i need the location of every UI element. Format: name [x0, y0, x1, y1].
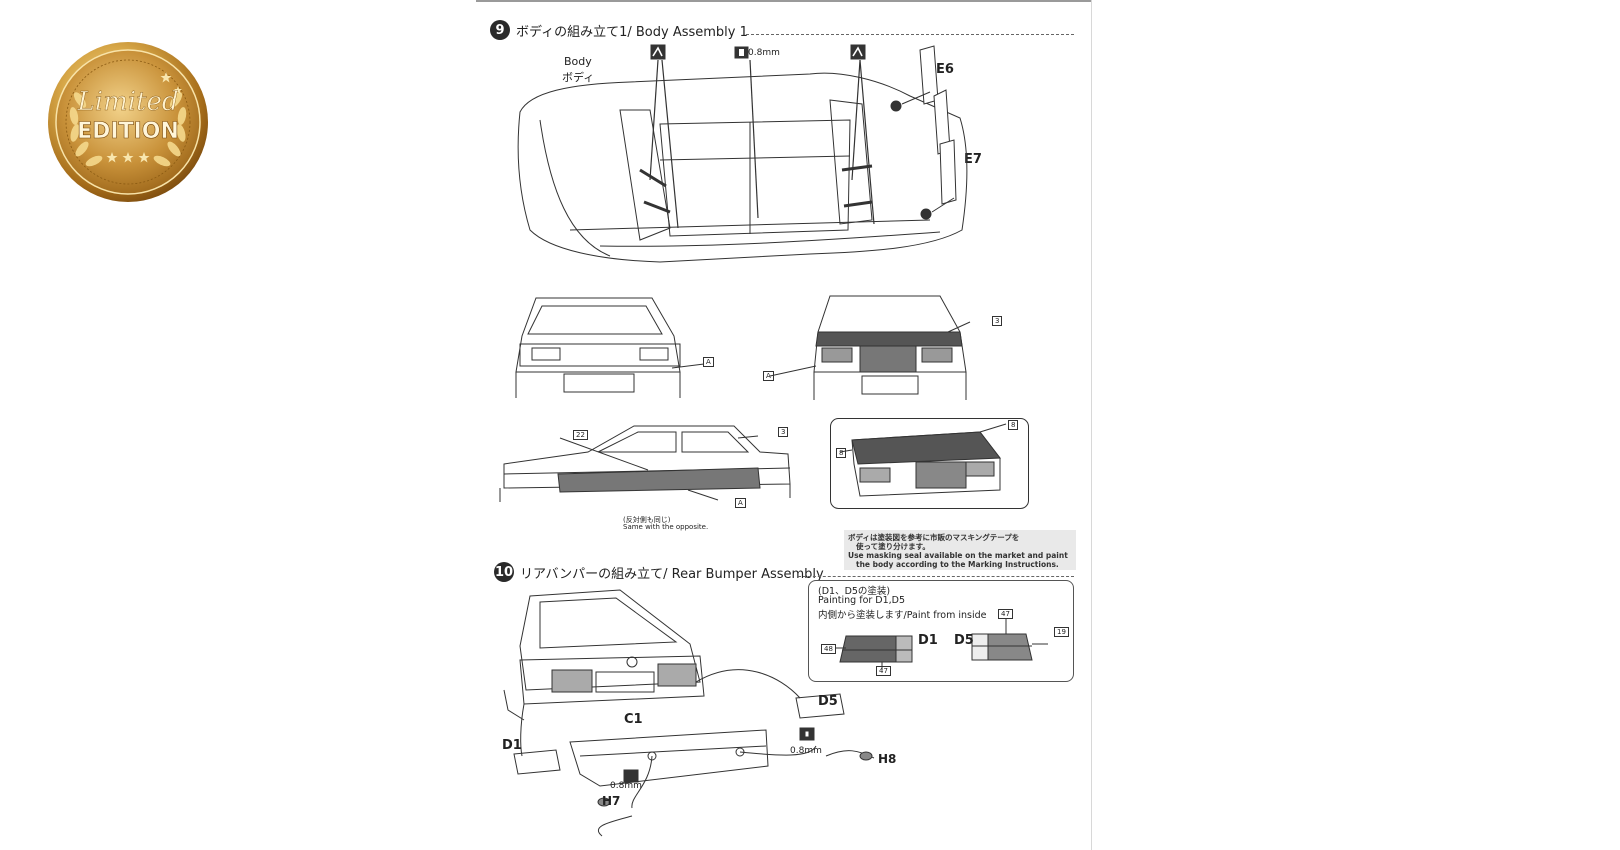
page-top-edge — [476, 0, 1092, 2]
badge-line1: Limited — [76, 87, 178, 117]
part-label-c1: C1 — [624, 712, 643, 727]
part-label-d1: D1 — [918, 633, 938, 648]
part-label-e6: E6 — [936, 62, 954, 77]
painting-en: Painting for D1,D5 — [818, 595, 906, 606]
note-en-line1: Use masking seal available on the market… — [848, 551, 1068, 560]
step9-divider — [746, 34, 1074, 35]
step10-title: リアバンパーの組み立て/ Rear Bumper Assembly — [520, 566, 824, 582]
body-rear-painted-view — [810, 288, 1010, 408]
body-shell-top-view — [510, 40, 980, 280]
note-en-line2: the body according to the Marking Instru… — [856, 560, 1059, 569]
body-side-view — [498, 418, 798, 518]
painting-box — [808, 580, 1074, 682]
instruction-page: 9 ボディの組み立て1/ Body Assembly 1 Body ボディ 0.… — [476, 0, 1092, 850]
rear-bumper-exploded-view — [500, 586, 920, 846]
step9-header: 9 ボディの組み立て1/ Body Assembly 1 — [490, 20, 748, 40]
drill-size-label: 0.8mm — [748, 48, 780, 58]
page-right-edge — [1091, 0, 1092, 850]
cement-icon — [850, 44, 866, 60]
same-opposite-en: Same with the opposite. — [623, 523, 709, 531]
same-opposite-jp: (反対側も同じ) — [623, 516, 671, 524]
mark-label-3: 3 — [778, 427, 789, 437]
mark-label-8: 8 — [836, 448, 847, 458]
mark-label-3: 3 — [992, 316, 1003, 326]
limited-edition-badge: Limited EDITION — [48, 42, 208, 202]
drill-size-label: 0.8mm — [610, 781, 642, 791]
body-label-jp: ボディ — [562, 71, 595, 84]
paint-inside-note: 内側から塗装します/Paint from inside — [818, 610, 987, 621]
body-label-en: Body — [564, 55, 592, 68]
step9-title: ボディの組み立て1/ Body Assembly 1 — [516, 24, 748, 40]
part-label-d1: D1 — [502, 738, 522, 753]
part-label-e7: E7 — [964, 152, 982, 167]
mark-label-a: A — [735, 498, 746, 508]
step10-divider — [798, 576, 1074, 577]
mark-label-22: 22 — [573, 430, 588, 440]
step9-number: 9 — [490, 20, 510, 40]
part-label-h8: H8 — [878, 752, 897, 766]
body-rear-view — [512, 288, 712, 408]
step10-number: 10 — [494, 562, 514, 582]
part-label-d5: D5 — [954, 633, 974, 648]
mark-label-a: A — [763, 371, 774, 381]
paint-code-48: 48 — [821, 644, 836, 654]
drill-size-label: 0.8mm — [790, 746, 822, 756]
step10-header: 10 リアバンパーの組み立て/ Rear Bumper Assembly — [494, 562, 824, 582]
painting-jp: (D1、D5の塗装) — [818, 586, 891, 597]
trunk-detail-box — [830, 418, 1030, 518]
paint-code-19: 19 — [1054, 627, 1069, 637]
badge-line2: EDITION — [77, 119, 179, 144]
note-jp-line2: 使って塗り分けます。 — [856, 542, 930, 551]
paint-code-47: 47 — [998, 609, 1013, 619]
mark-label-a: A — [703, 357, 714, 367]
mark-label-8: 8 — [1008, 420, 1019, 430]
part-label-d5: D5 — [818, 694, 838, 709]
paint-code-47: 47 — [876, 666, 891, 676]
taillight-paint-diagram — [816, 610, 1066, 680]
part-label-h7: H7 — [602, 794, 621, 808]
masking-note-box — [844, 530, 1076, 570]
note-jp-line1: ボディは塗装図を参考に市販のマスキングテープを — [848, 533, 1020, 542]
cement-icon — [650, 44, 666, 60]
drill-icon — [734, 46, 749, 59]
